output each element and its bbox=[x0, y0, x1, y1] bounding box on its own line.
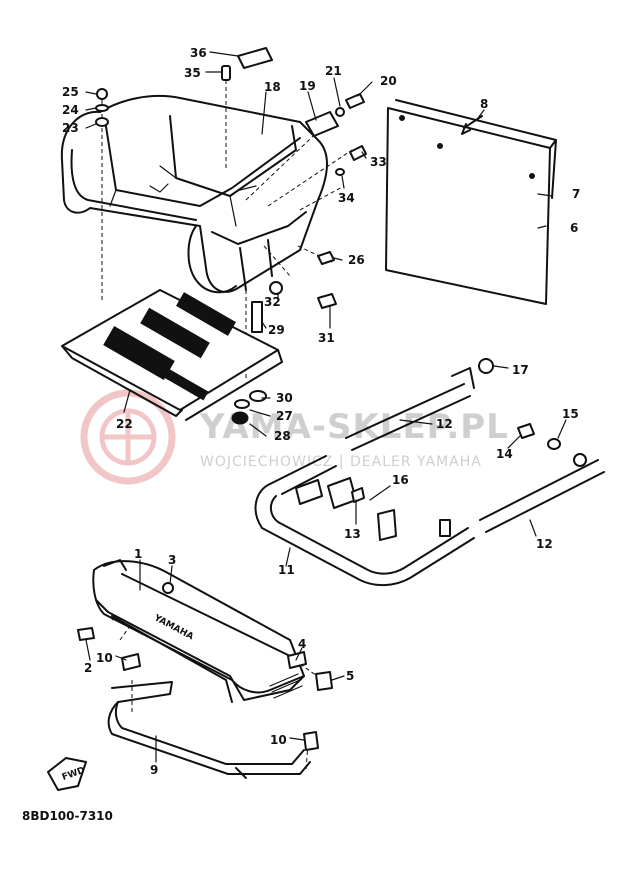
front-bumper: YAMAHA bbox=[77, 559, 333, 703]
callout-12-upper: 12 bbox=[436, 417, 453, 431]
callout-32: 32 bbox=[264, 295, 281, 309]
callout-25: 25 bbox=[62, 85, 79, 99]
rear-carrier-rack bbox=[60, 95, 328, 294]
callout-16: 16 bbox=[392, 473, 409, 487]
callout-35: 35 bbox=[184, 66, 201, 80]
callout-20: 20 bbox=[380, 74, 397, 88]
rear-frame-tubes bbox=[254, 358, 605, 586]
callout-21: 21 bbox=[325, 64, 342, 78]
callout-10-upper: 10 bbox=[96, 651, 113, 665]
callout-9: 9 bbox=[150, 763, 158, 777]
callout-15: 15 bbox=[562, 407, 579, 421]
rear-panel bbox=[385, 99, 557, 305]
callout-26: 26 bbox=[348, 253, 365, 267]
callout-17: 17 bbox=[512, 363, 529, 377]
fwd-arrow: FWD bbox=[47, 757, 87, 791]
rack-base-plate bbox=[61, 289, 283, 421]
drawing-code: 8BD100-7310 bbox=[22, 809, 113, 823]
callout-31: 31 bbox=[318, 331, 335, 345]
watermark-subtitle: WOJCIECHOWICZ | DEALER YAMAHA bbox=[200, 454, 482, 470]
callout-24: 24 bbox=[62, 103, 79, 117]
callout-30: 30 bbox=[276, 391, 293, 405]
watermark-title: YAMA-SKLEP.PL bbox=[199, 407, 509, 447]
watermark: YAMA-SKLEP.PL WOJCIECHOWICZ | DEALER YAM… bbox=[80, 389, 509, 485]
callout-3: 3 bbox=[168, 553, 176, 567]
callout-7: 7 bbox=[572, 187, 580, 201]
callout-13: 13 bbox=[344, 527, 361, 541]
callout-4: 4 bbox=[298, 637, 306, 651]
callout-34: 34 bbox=[338, 191, 355, 205]
callout-11: 11 bbox=[278, 563, 295, 577]
callout-27: 27 bbox=[276, 409, 293, 423]
callout-8: 8 bbox=[480, 97, 488, 111]
callout-18: 18 bbox=[264, 80, 281, 94]
bumper-mount-bracket bbox=[107, 681, 319, 779]
callout-12-lower: 12 bbox=[536, 537, 553, 551]
callout-10-lower: 10 bbox=[270, 733, 287, 747]
leader-lines bbox=[85, 51, 567, 763]
callout-19: 19 bbox=[299, 79, 316, 93]
callout-33: 33 bbox=[370, 155, 387, 169]
callout-5: 5 bbox=[346, 669, 354, 683]
callout-14: 14 bbox=[496, 447, 513, 461]
callout-29: 29 bbox=[268, 323, 285, 337]
callout-22: 22 bbox=[116, 417, 133, 431]
callout-6: 6 bbox=[570, 221, 578, 235]
callout-28: 28 bbox=[274, 429, 291, 443]
callout-1: 1 bbox=[134, 547, 142, 561]
callout-23: 23 bbox=[62, 121, 79, 135]
callout-36: 36 bbox=[190, 46, 207, 60]
rack-hardware bbox=[95, 47, 367, 425]
callout-2: 2 bbox=[84, 661, 92, 675]
callout-labels: 36 35 18 19 21 20 25 24 23 8 33 7 34 6 2… bbox=[62, 46, 580, 777]
